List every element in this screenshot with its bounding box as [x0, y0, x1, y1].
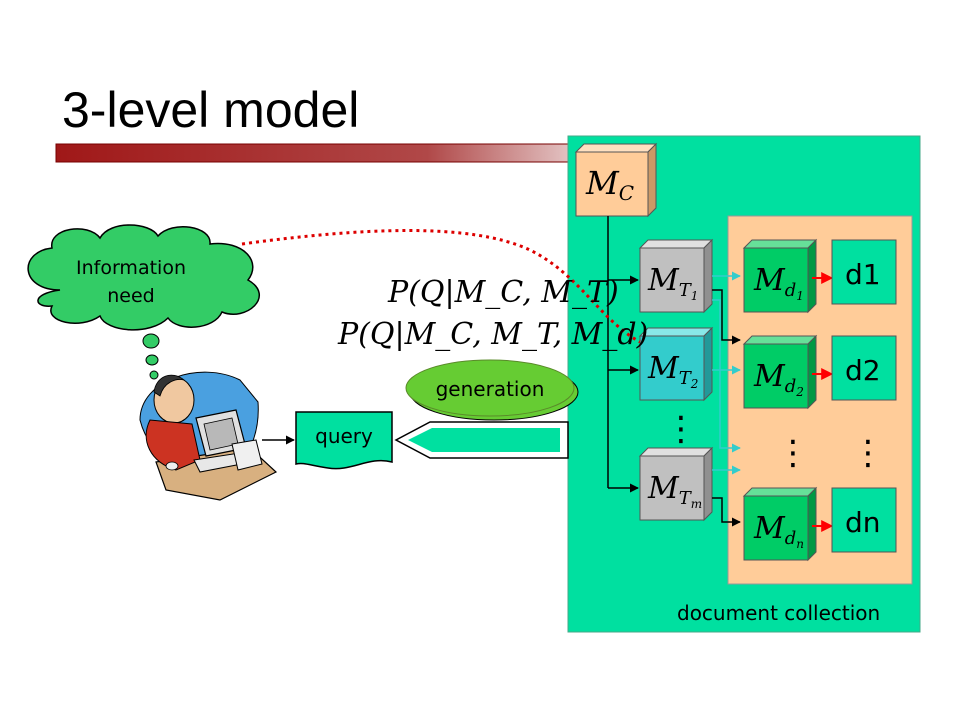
doc-model-box-1: Md1 — [742, 238, 818, 314]
doc-generation-arrows — [812, 272, 834, 532]
formula-topic: P(Q|M_C, M_T) — [387, 275, 619, 310]
topic-to-doc-connectors — [712, 271, 741, 527]
thought-bubble-medium — [145, 354, 159, 366]
query-arrow-inner — [408, 428, 560, 452]
formula-doc: P(Q|M_C, M_T, M_d) — [337, 317, 648, 352]
topic-model-label-m: MTm — [647, 471, 702, 511]
topic-model-box-m: MTm — [638, 446, 714, 522]
doc-label-n: dn — [845, 506, 881, 539]
generation-oval: generation — [405, 359, 579, 421]
topic-model-box-2: MT2 — [638, 326, 714, 402]
doc-label-2: d2 — [845, 354, 881, 387]
doc-box-1: d1 — [831, 239, 897, 305]
collection-model-box: MC — [574, 142, 658, 218]
collection-label: document collection — [677, 601, 880, 625]
generation-label: generation — [436, 377, 545, 401]
dotted-connection-curve — [241, 229, 641, 344]
thought-bubble-small — [149, 370, 159, 380]
doc-model-box-n: Mdn — [742, 486, 818, 562]
user-at-computer-illustration — [139, 371, 278, 501]
topic-model-label-1: MT1 — [647, 263, 698, 303]
doc-box-n: dn — [831, 487, 897, 553]
topic-model-label-2: MT2 — [647, 351, 698, 391]
query-label: query — [315, 424, 373, 448]
doc-model-label-1: Md1 — [753, 263, 804, 303]
doc-model-label-2: Md2 — [753, 359, 804, 399]
slide-title: 3-level model — [62, 82, 359, 138]
topic-ellipsis: ⋮ — [664, 409, 698, 449]
doc-label-1: d1 — [845, 258, 881, 291]
cloud-text-line-1: Information — [76, 257, 186, 279]
title-bar — [55, 143, 587, 163]
query-document: query — [295, 411, 393, 470]
thought-bubble-large — [142, 333, 160, 349]
doc-model-label-n: Mdn — [753, 511, 804, 551]
cloud-text-line-2: need — [107, 285, 154, 307]
topic-model-box-1: MT1 — [638, 238, 714, 314]
information-need-cloud: Information need — [27, 224, 261, 380]
tree-connectors — [607, 216, 639, 493]
doc-model-box-2: Md2 — [742, 334, 818, 410]
collection-model-label: MC — [585, 164, 634, 205]
doc-box-2: d2 — [831, 335, 897, 401]
doc-model-ellipsis: ⋮ — [776, 433, 810, 473]
doc-ellipsis: ⋮ — [851, 433, 885, 473]
